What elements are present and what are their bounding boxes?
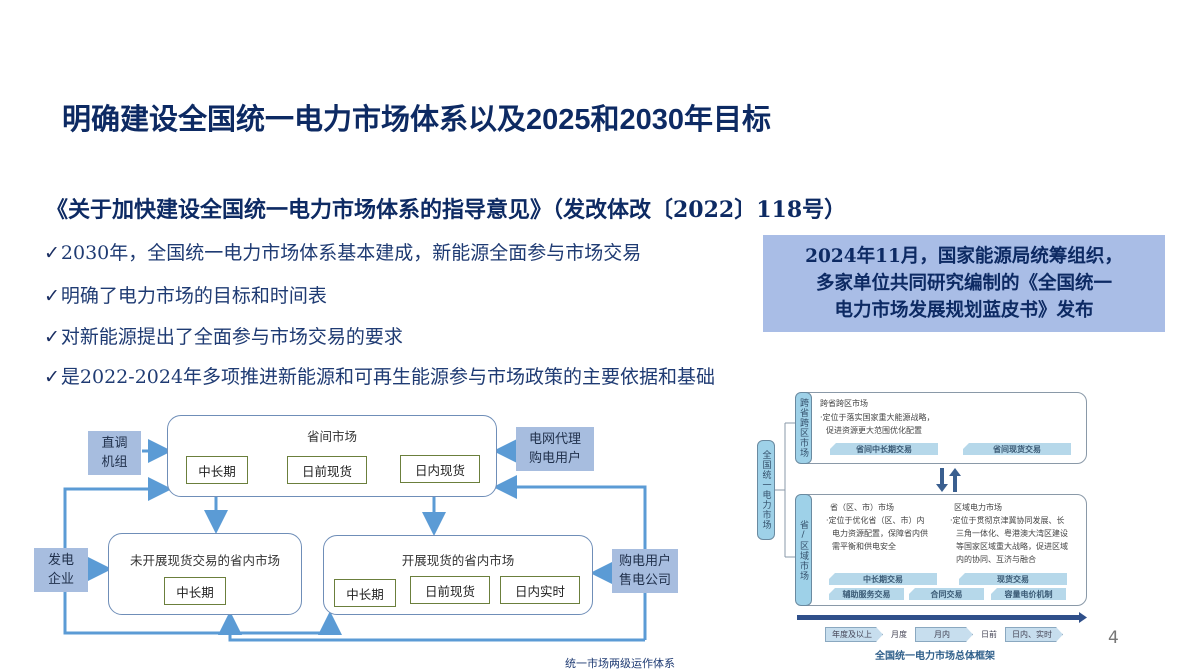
bullet-item: ✓2030年，全国统一电力市场体系基本建成，新能源全面参与市场交易 [44, 238, 641, 265]
left-diagram-caption: 统一市场两级运作体系 [565, 657, 675, 670]
checkmark-icon: ✓ [44, 366, 60, 388]
direct-dispatch-units: 直调 机组 [88, 431, 141, 475]
product-bar: 辅助服务交易 [829, 588, 904, 600]
timeline-labels: 年度及以上 月度 月内 日前 日内、实时 [825, 627, 1063, 642]
generation-companies: 发电 企业 [34, 548, 88, 592]
section-desc: 内的协同、互济与融合 [956, 555, 1036, 564]
actor-label: 购电用户 [618, 554, 671, 569]
actor-label: 直调 [101, 436, 128, 451]
callout-line: 2024年11月，国家能源局统筹组织， [805, 246, 1123, 267]
section-desc: ·定位于贯彻京津冀协同发展、长 [950, 516, 1065, 525]
product-box: 日内现货 [400, 455, 480, 483]
section-heading: 省（区、市）市场 [830, 503, 894, 512]
market-title: 未开展现货交易的省内市场 [129, 553, 280, 568]
checkmark-icon: ✓ [44, 326, 60, 348]
callout-line: 多家单位共同研究编制的《全国统一 [815, 273, 1112, 294]
product-bar: 现货交易 [959, 573, 1067, 585]
product-bar: 中长期交易 [829, 573, 937, 585]
market-title: 省间市场 [306, 429, 357, 444]
product-bar: 省间中长期交易 [830, 443, 938, 455]
intra-province-no-spot-market: 未开展现货交易的省内市场 中长期 [108, 533, 302, 615]
section-heading: 区域电力市场 [954, 503, 1002, 512]
inter-province-market: 省间市场 中长期 日前现货 日内现货 [167, 415, 497, 497]
provincial-tab: 省/区域市场 [795, 494, 812, 606]
right-diagram-caption: 全国统一电力市场总体框架 [875, 651, 995, 662]
product-bar: 合同交易 [909, 588, 984, 600]
timeline-step: 日前 [981, 630, 997, 639]
section-desc: ·定位于落实国家重大能源战略， [820, 413, 935, 422]
timeline-step: 日内、实时 [1005, 627, 1063, 642]
actor-label: 发电 [47, 553, 74, 568]
product-box: 日内实时 [500, 576, 580, 604]
product-bar: 容量电价机制 [991, 588, 1066, 600]
bluebook-callout: 2024年11月，国家能源局统筹组织， 多家单位共同研究编制的《全国统一 电力市… [763, 235, 1165, 332]
bullet-text: 是2022-2024年多项推进新能源和可再生能源参与市场政策的主要依据和基础 [60, 366, 716, 388]
product-box: 中长期 [164, 577, 226, 605]
section-desc: 需平衡和供电安全 [832, 542, 896, 551]
page-number: 4 [1108, 628, 1119, 648]
slide-title: 明确建设全国统一电力市场体系以及2025和2030年目标 [62, 104, 772, 136]
actor-label: 购电用户 [528, 451, 581, 466]
checkmark-icon: ✓ [44, 242, 60, 264]
timeline-step: 年度及以上 [825, 627, 883, 642]
timeline-step: 月度 [891, 630, 907, 639]
buyers-retailers: 购电用户 售电公司 [612, 549, 678, 593]
bullet-item: ✓对新能源提出了全面参与市场交易的要求 [44, 322, 403, 349]
product-box: 中长期 [186, 456, 248, 484]
bullet-item: ✓明确了电力市场的目标和时间表 [44, 281, 327, 308]
actor-label: 企业 [47, 572, 74, 587]
checkmark-icon: ✓ [44, 285, 60, 307]
intra-province-spot-market: 开展现货的省内市场 中长期 日前现货 日内实时 [323, 535, 593, 615]
product-bar: 省间现货交易 [963, 443, 1071, 455]
cross-region-market-box: 跨省跨区市场 跨省跨区市场 ·定位于落实国家重大能源战略， 促进资源更大范围优化… [795, 392, 1087, 464]
section-desc: ·定位于优化省（区、市）内 [826, 516, 925, 525]
section-desc: 促进资源更大范围优化配置 [826, 426, 922, 435]
product-box: 日前现货 [410, 576, 490, 604]
actor-label: 机组 [101, 455, 128, 470]
framework-root-label: 全国统一电力市场 [757, 440, 775, 540]
product-box: 中长期 [334, 579, 396, 607]
section-heading: 跨省跨区市场 [820, 399, 868, 408]
actor-label: 售电公司 [618, 573, 671, 588]
cross-region-tab: 跨省跨区市场 [795, 392, 812, 464]
bullet-text: 2030年，全国统一电力市场体系基本建成，新能源全面参与市场交易 [60, 242, 642, 264]
section-desc: 三角一体化、粤港澳大湾区建设 [956, 529, 1068, 538]
section-desc: 电力资源配置，保障省内供 [832, 529, 928, 538]
grid-agent-buyers: 电网代理 购电用户 [516, 427, 594, 471]
provincial-market-box: 省/区域市场 省（区、市）市场 ·定位于优化省（区、市）内 电力资源配置，保障省… [795, 494, 1087, 606]
product-box: 日前现货 [287, 456, 367, 484]
market-title: 开展现货的省内市场 [401, 553, 515, 568]
actor-label: 电网代理 [528, 432, 581, 447]
callout-line: 电力市场发展规划蓝皮书》发布 [834, 300, 1094, 321]
bullet-text: 明确了电力市场的目标和时间表 [60, 285, 327, 307]
policy-document-title: 《关于加快建设全国统一电力市场体系的指导意见》（发改体改〔2022〕118号） [46, 197, 847, 223]
section-desc: 等国家区域重大战略，促进区域 [956, 542, 1068, 551]
timeline-step: 月内 [915, 627, 973, 642]
bullet-item: ✓是2022-2024年多项推进新能源和可再生能源参与市场政策的主要依据和基础 [44, 362, 715, 389]
bullet-text: 对新能源提出了全面参与市场交易的要求 [60, 326, 403, 348]
